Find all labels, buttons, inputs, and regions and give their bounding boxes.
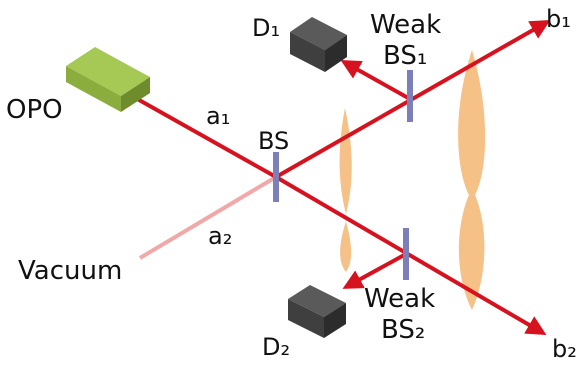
- label-a2: a₂: [208, 222, 232, 250]
- output-beam-b2: [274, 175, 547, 336]
- label-b1: b₁: [546, 5, 571, 33]
- vacuum-beam: [138, 175, 278, 260]
- beam-splitter-bs2: [403, 228, 409, 280]
- reflected-beam-d2: [342, 252, 407, 289]
- label-a1: a₁: [206, 102, 230, 130]
- beam-splitter-bs1: [407, 70, 413, 122]
- lens-small: [339, 108, 352, 272]
- label-b2: b₂: [552, 335, 577, 363]
- detector-d2: [288, 285, 346, 338]
- beam-splitter-bs: [273, 152, 279, 202]
- label-weak-bottom: Weak: [364, 284, 435, 314]
- label-d2: D₂: [262, 333, 290, 361]
- label-bs1: BS₁: [383, 41, 427, 71]
- label-opo: OPO: [6, 95, 63, 125]
- label-weak-top: Weak: [370, 10, 441, 40]
- reflected-beam-d1: [340, 60, 411, 101]
- opo-beam-a1: [131, 94, 277, 179]
- label-bs: BS: [258, 127, 289, 155]
- label-bs2: BS₂: [381, 315, 425, 345]
- label-vacuum: Vacuum: [18, 256, 122, 286]
- label-d1: D₁: [252, 14, 280, 42]
- lens-large: [458, 50, 486, 310]
- detector-d1: [290, 17, 347, 72]
- opo-box: [66, 47, 150, 112]
